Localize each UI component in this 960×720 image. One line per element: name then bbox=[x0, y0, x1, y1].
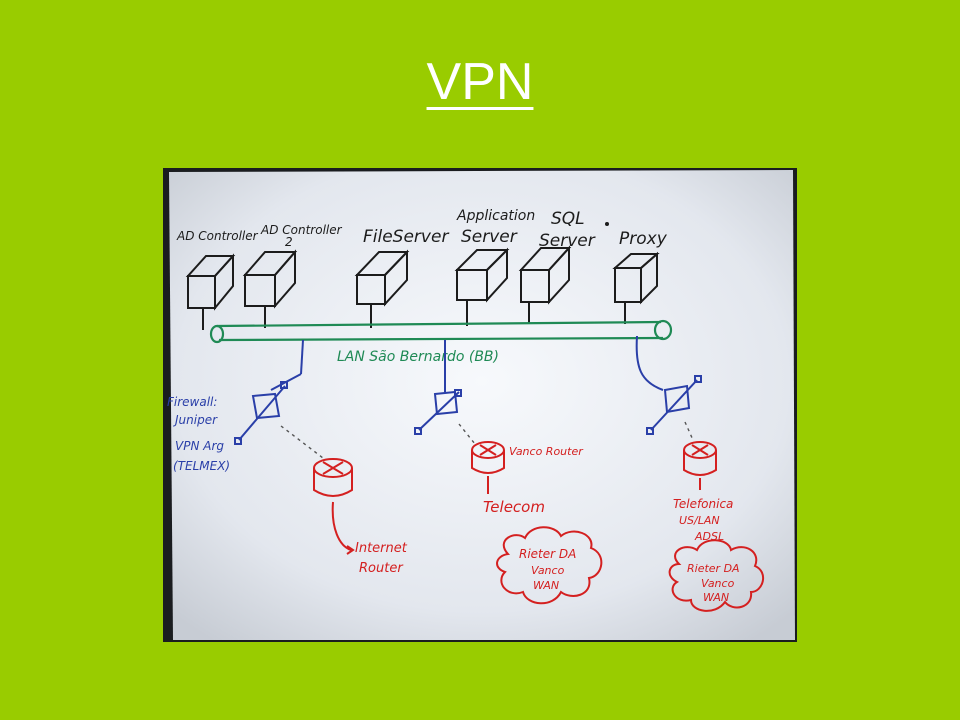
label-cloud-right-1: Rieter DA bbox=[687, 562, 740, 575]
whiteboard-photo: AD Controller AD Controller 2 FileServer… bbox=[163, 168, 797, 642]
label-sql: SQL bbox=[551, 209, 585, 229]
router-telefonica-icon bbox=[683, 441, 717, 476]
firewall-left-icon bbox=[234, 381, 288, 445]
label-internet: Internet bbox=[355, 541, 408, 556]
router-vanco-icon bbox=[471, 441, 505, 474]
label-cloud-right-3: WAN bbox=[703, 591, 729, 604]
label-sql-server: Server bbox=[539, 231, 596, 251]
server-ad-controller-1-icon bbox=[185, 253, 236, 311]
label-vanco-router: Vanco Router bbox=[509, 445, 584, 458]
firewall-right-icon bbox=[646, 375, 702, 435]
label-proxy: Proxy bbox=[619, 229, 668, 249]
server-fileserver-icon bbox=[354, 249, 410, 307]
server-proxy-icon bbox=[612, 251, 660, 305]
label-cloud-center-2: Vanco bbox=[531, 564, 565, 577]
label-telecom: Telecom bbox=[483, 498, 545, 516]
router-internet-icon bbox=[313, 458, 353, 497]
label-firewall-4: (TELMEX) bbox=[173, 459, 230, 473]
firewall-router-links bbox=[280, 421, 694, 459]
label-internet-router: Router bbox=[359, 561, 404, 576]
label-firewall-1: Firewall: bbox=[167, 395, 217, 409]
firewall-group bbox=[234, 335, 702, 445]
server-application-icon bbox=[454, 247, 510, 303]
firewall-center-icon bbox=[414, 389, 462, 435]
label-application: Application bbox=[456, 208, 535, 224]
label-cloud-right-2: Vanco bbox=[701, 577, 735, 590]
router-labels: Internet Router Vanco Router Telecom Tel… bbox=[355, 445, 740, 604]
label-firewall-3: VPN Arg bbox=[175, 439, 224, 453]
label-cloud-center-1: Rieter DA bbox=[519, 547, 576, 561]
ink-dot bbox=[605, 222, 609, 226]
router-group bbox=[313, 441, 765, 612]
server-sql-icon bbox=[518, 245, 572, 305]
firewall-labels: Firewall: Juniper VPN Arg (TELMEX) bbox=[167, 395, 230, 473]
label-application-server: Server bbox=[461, 227, 518, 247]
whiteboard-surface bbox=[169, 170, 795, 640]
lan-backbone bbox=[209, 319, 673, 344]
label-lan: LAN São Bernardo (BB) bbox=[337, 349, 499, 365]
whiteboard-diagram: AD Controller AD Controller 2 FileServer… bbox=[167, 170, 795, 640]
cloud-right-icon bbox=[668, 539, 765, 612]
server-ad-controller-2-icon bbox=[242, 249, 298, 309]
slide-title-text: VPN bbox=[426, 53, 534, 111]
server-group bbox=[185, 245, 660, 330]
label-telefonica-uslan: US/LAN bbox=[679, 514, 720, 527]
label-firewall-2: Juniper bbox=[173, 413, 218, 427]
label-telefonica-adsl: ADSL bbox=[694, 530, 724, 543]
cloud-center-icon bbox=[496, 526, 603, 605]
label-ad-controller-2: AD Controller bbox=[260, 223, 343, 237]
label-ad-controller-2-number: 2 bbox=[285, 235, 293, 249]
slide-title: VPN bbox=[0, 52, 960, 112]
label-telefonica: Telefonica bbox=[673, 497, 733, 511]
label-fileserver: FileServer bbox=[363, 227, 449, 247]
label-ad-controller-1: AD Controller bbox=[176, 229, 259, 243]
label-cloud-center-3: WAN bbox=[533, 579, 559, 592]
server-labels: AD Controller AD Controller 2 FileServer… bbox=[176, 208, 668, 251]
